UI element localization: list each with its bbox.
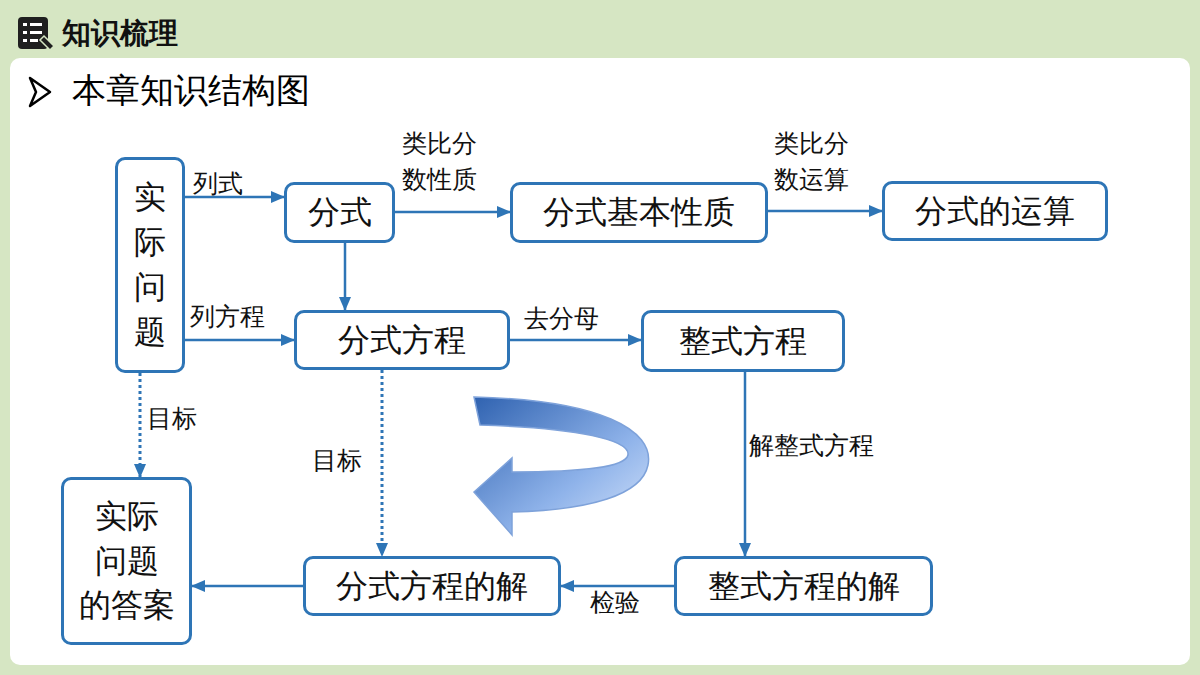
node-label: 整式方程的解 <box>708 564 900 609</box>
node-label: 实际 问题 的答案 <box>64 494 189 628</box>
node-label: 分式 <box>308 190 372 235</box>
problem-box: 实 际 问 题 <box>115 157 185 373</box>
flow-arrow <box>744 372 747 556</box>
flow-arrow <box>768 210 882 213</box>
concept-box: 分式的运算 <box>882 181 1108 241</box>
answer-box: 实际 问题 的答案 <box>61 477 192 645</box>
dashed-arrow <box>381 370 384 556</box>
node-label: 分式基本性质 <box>543 190 735 235</box>
node-label: 实 际 问 题 <box>118 175 182 354</box>
node-label: 分式的运算 <box>915 189 1075 234</box>
edge-label: 解整式方程 <box>749 428 924 464</box>
edge-label: 检验 <box>590 585 660 621</box>
equation-box: 分式方程 <box>294 310 510 370</box>
flow-arrow <box>192 585 303 588</box>
node-label: 分式方程 <box>338 318 466 363</box>
concept-box: 分式基本性质 <box>510 182 768 243</box>
node-label: 整式方程 <box>679 319 807 364</box>
header-icon <box>18 17 54 50</box>
edge-label: 列方程 <box>190 299 290 335</box>
bullet-arrow <box>30 78 50 106</box>
solution-box: 分式方程的解 <box>303 556 561 616</box>
section-header: 知识梳理 <box>62 14 178 54</box>
flow-arrow <box>561 585 674 588</box>
diagram-title: 本章知识结构图 <box>72 68 310 114</box>
solution-box: 整式方程的解 <box>674 556 933 616</box>
node-label: 分式方程的解 <box>336 564 528 609</box>
concept-box: 分式 <box>284 182 395 243</box>
edge-label: 去分母 <box>524 301 624 337</box>
edge-label: 列式 <box>193 166 273 202</box>
flow-arrow <box>510 339 641 342</box>
edge-label: 目标 <box>312 443 382 479</box>
edge-label: 类比分 数性质 <box>402 126 497 199</box>
edge-label: 类比分 数运算 <box>774 126 869 199</box>
flow-arrow <box>395 211 510 214</box>
equation-box: 整式方程 <box>641 310 845 372</box>
edge-label: 目标 <box>147 401 217 437</box>
curved-arrow <box>474 397 649 535</box>
flow-arrow <box>185 339 294 342</box>
flow-arrow <box>344 243 347 310</box>
dashed-arrow <box>139 373 142 477</box>
